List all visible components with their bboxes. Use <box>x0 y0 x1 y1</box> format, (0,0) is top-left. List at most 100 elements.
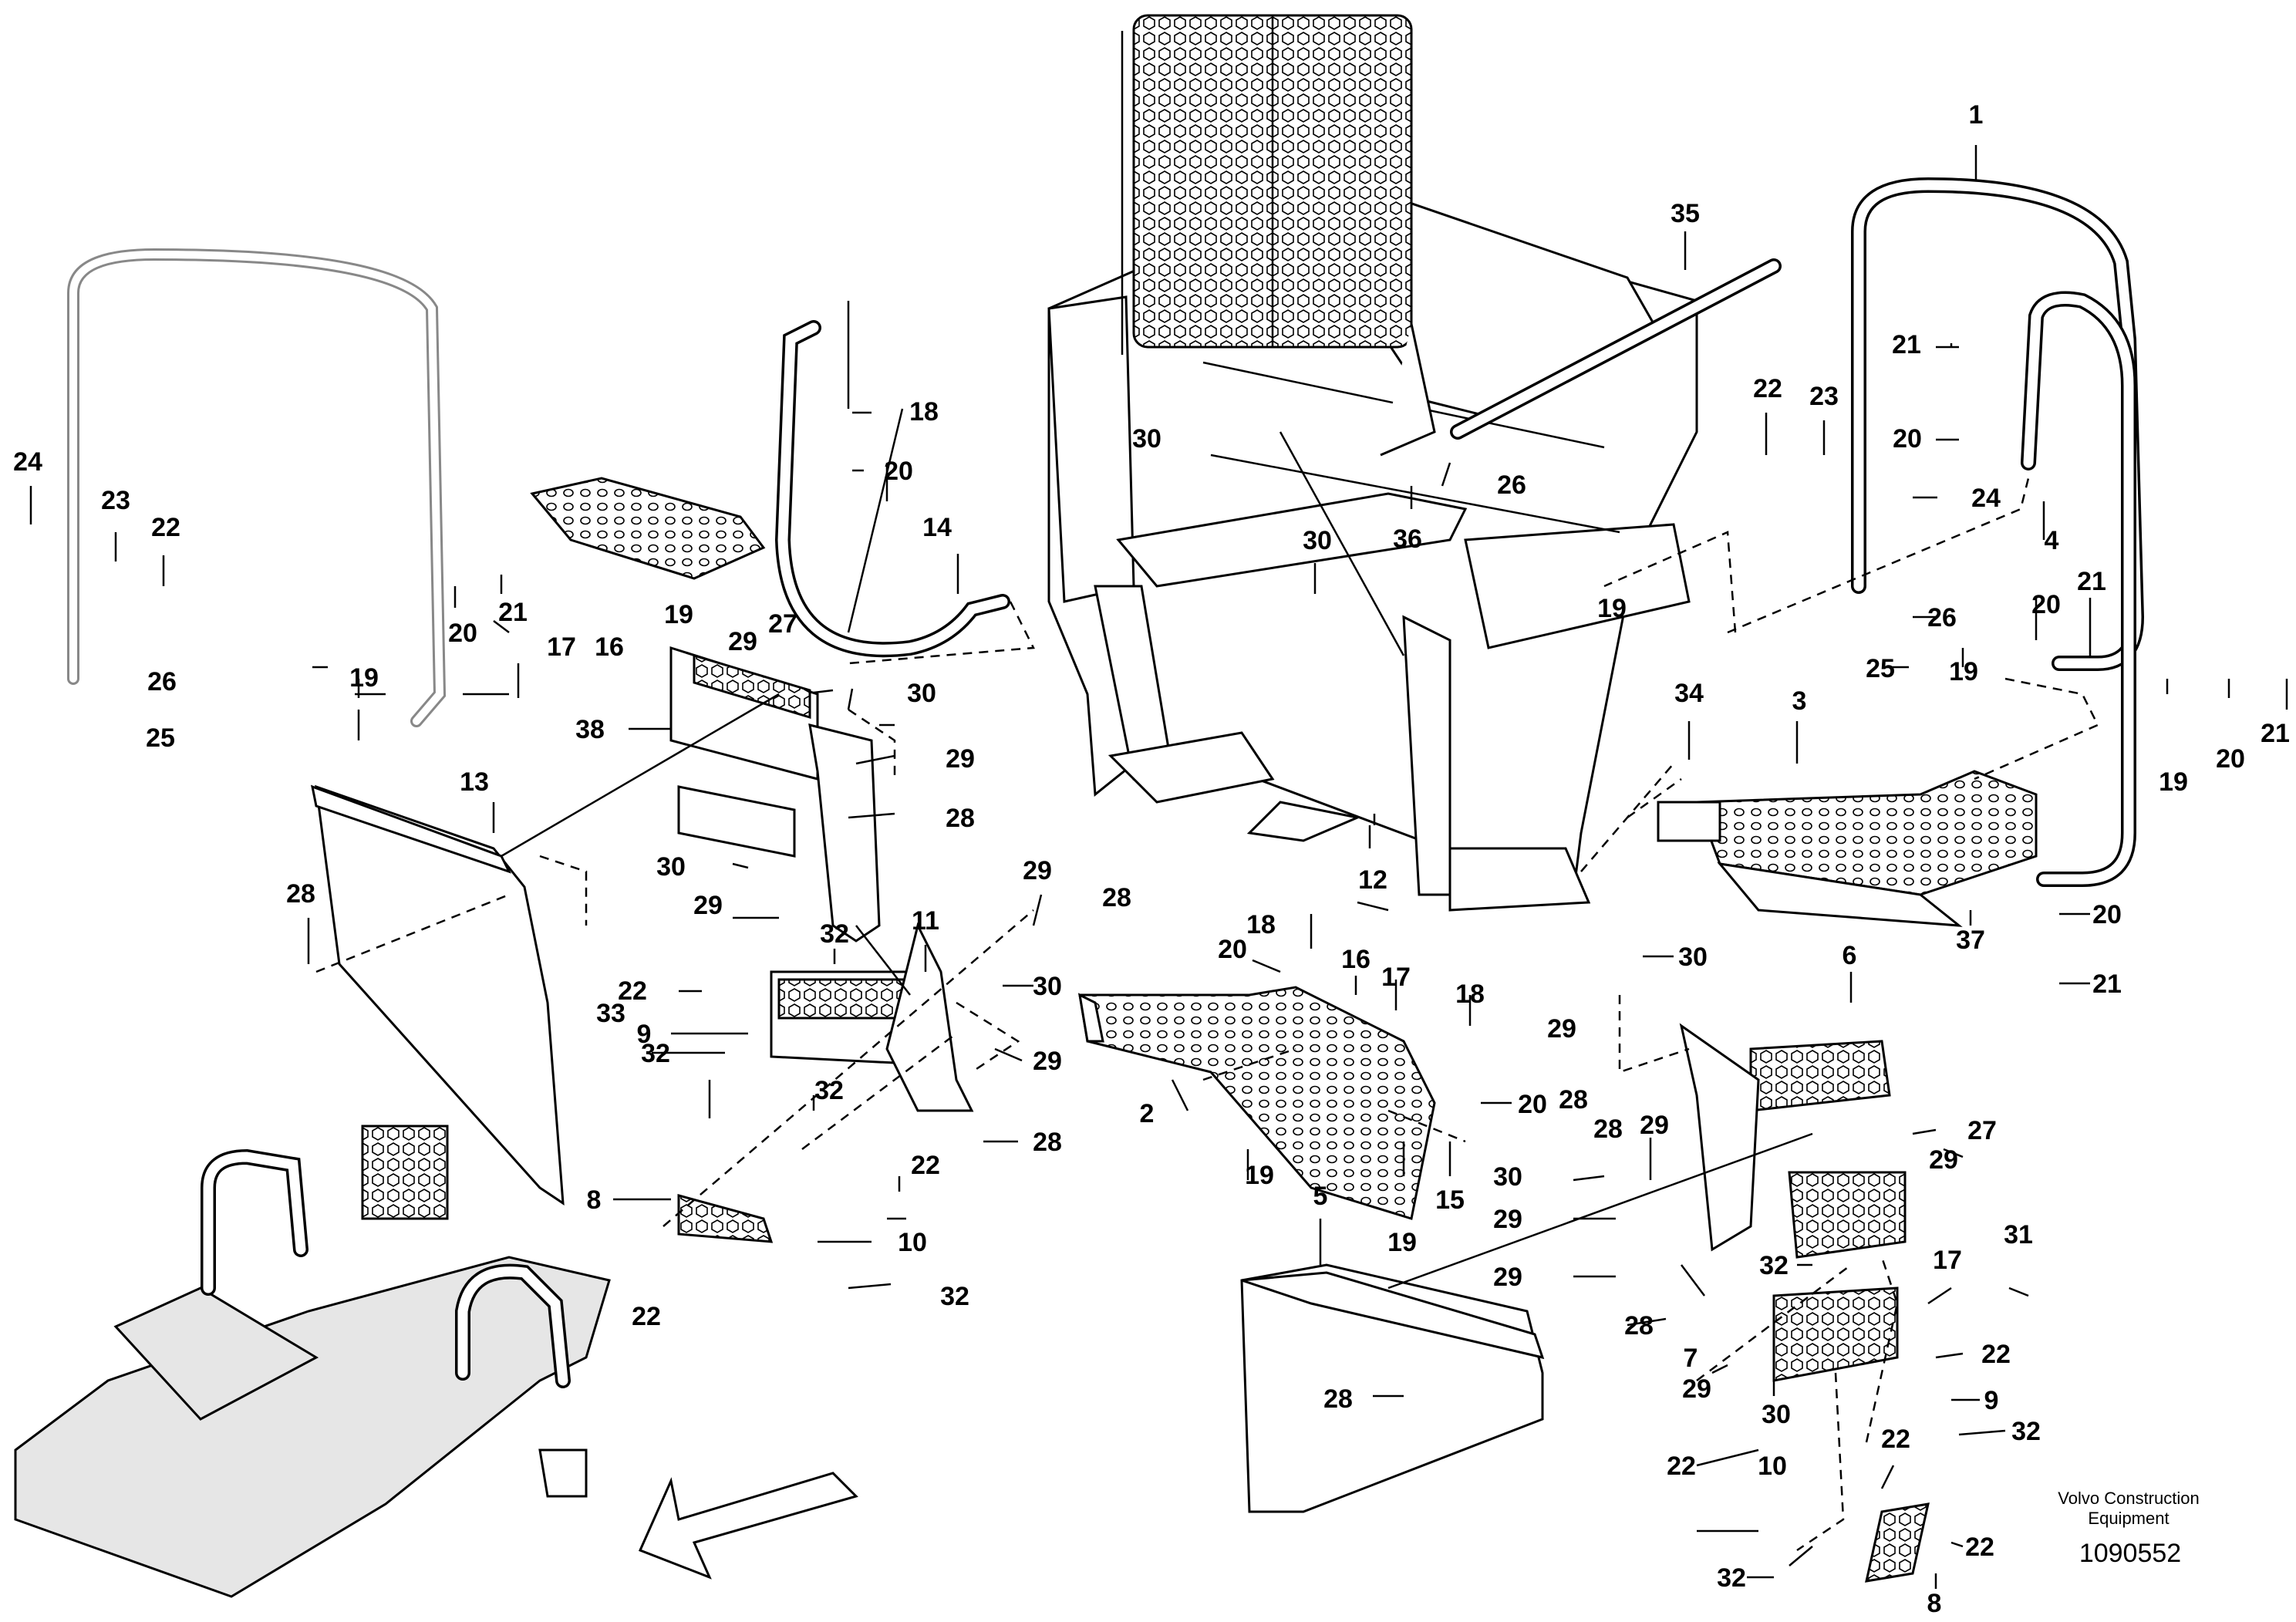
callout-31: 31 <box>2004 1220 2033 1249</box>
callout-29: 29 <box>1547 1014 1576 1044</box>
step-3 <box>1657 770 2038 927</box>
manufacturer-name-line2: Equipment <box>2088 1509 2169 1528</box>
rod-35 <box>1450 258 1782 440</box>
handrail-14 <box>774 320 1010 658</box>
fender-5 <box>1240 1263 1545 1513</box>
handrail-left <box>67 248 447 727</box>
callout-22: 22 <box>1981 1340 2011 1369</box>
callout-32: 32 <box>641 1039 670 1068</box>
callout-11: 11 <box>912 906 939 936</box>
callout-36: 36 <box>1393 524 1422 554</box>
document-number: 1090552 <box>2079 1539 2181 1568</box>
step-38 <box>669 646 819 858</box>
callout-17: 17 <box>1381 963 1411 992</box>
callout-24: 24 <box>13 447 42 477</box>
callout-30: 30 <box>1033 972 1062 1001</box>
callout-23: 23 <box>1809 382 1839 411</box>
overview-thumbnail <box>14 1125 611 1598</box>
direction-arrow <box>638 1472 858 1580</box>
callout-35: 35 <box>1671 199 1700 228</box>
callout-3: 3 <box>1792 686 1807 716</box>
callout-32: 32 <box>940 1282 969 1311</box>
callout-19: 19 <box>1387 1228 1417 1257</box>
callout-20: 20 <box>1518 1090 1547 1119</box>
callout-19: 19 <box>664 600 693 629</box>
callout-18: 18 <box>1455 980 1485 1009</box>
callout-17: 17 <box>547 632 576 662</box>
step-small-top <box>530 477 766 580</box>
callout-37: 37 <box>1956 926 1985 955</box>
callout-8: 8 <box>587 1185 602 1215</box>
steps-6 <box>1679 1023 1907 1382</box>
callout-22: 22 <box>632 1302 661 1331</box>
callout-22: 22 <box>1753 374 1782 403</box>
callout-16: 16 <box>595 632 624 662</box>
callout-22: 22 <box>1965 1533 1994 1562</box>
callout-19: 19 <box>2159 767 2188 797</box>
callout-29: 29 <box>1640 1111 1669 1140</box>
step-2 <box>1078 986 1436 1220</box>
callout-19: 19 <box>1597 594 1627 623</box>
callout-19: 19 <box>1245 1161 1274 1190</box>
callout-29: 29 <box>693 891 723 920</box>
callout-21: 21 <box>2261 719 2290 748</box>
callout-20: 20 <box>1218 935 1247 964</box>
callout-28: 28 <box>1624 1311 1654 1340</box>
callout-20: 20 <box>2031 590 2061 619</box>
callout-30: 30 <box>1493 1162 1522 1192</box>
callout-30: 30 <box>1762 1400 1791 1429</box>
callout-32: 32 <box>814 1076 844 1105</box>
callout-22: 22 <box>1667 1452 1696 1481</box>
callout-25: 25 <box>146 723 175 753</box>
callout-29: 29 <box>1033 1047 1062 1076</box>
assembly-dashed-lines <box>315 477 2099 1552</box>
callout-2: 2 <box>1140 1099 1155 1128</box>
callout-30: 30 <box>907 679 936 708</box>
callout-29: 29 <box>1023 856 1052 885</box>
callout-20: 20 <box>2092 900 2122 929</box>
manufacturer-footer: Volvo Construction Equipment 1090552 <box>2058 1489 2199 1568</box>
callout-16: 16 <box>1341 945 1371 974</box>
callout-22: 22 <box>1881 1425 1910 1454</box>
callout-29: 29 <box>946 744 975 774</box>
callout-28: 28 <box>946 804 975 833</box>
callout-28: 28 <box>1102 883 1131 912</box>
callout-1: 1 <box>1969 100 1984 130</box>
callout-21: 21 <box>1892 330 1921 359</box>
bracket-left <box>808 723 881 943</box>
callout-20: 20 <box>1893 424 1922 454</box>
step-8-left <box>677 1194 774 1243</box>
step-11 <box>770 922 974 1112</box>
callout-10: 10 <box>898 1228 927 1257</box>
callout-9: 9 <box>1984 1386 1999 1415</box>
callout-30: 30 <box>656 852 686 882</box>
callout-6: 6 <box>1843 941 1857 970</box>
callout-32: 32 <box>2011 1417 2041 1446</box>
callout-20: 20 <box>2216 744 2245 774</box>
callout-19: 19 <box>349 663 379 693</box>
callout-29: 29 <box>1493 1205 1522 1234</box>
callout-27: 27 <box>768 609 797 639</box>
callout-30: 30 <box>1678 943 1708 972</box>
callout-18: 18 <box>909 397 939 427</box>
callout-29: 29 <box>1929 1145 1958 1175</box>
callout-26: 26 <box>147 667 177 696</box>
callout-labels: 1 35 18 20 30 14 24 23 22 17 16 19 29 27… <box>13 100 2290 1618</box>
callout-28: 28 <box>1593 1114 1623 1144</box>
callout-26: 26 <box>1497 470 1526 500</box>
callout-4: 4 <box>2045 526 2059 555</box>
callout-8: 8 <box>1927 1589 1942 1618</box>
callout-19: 19 <box>1949 657 1978 686</box>
callout-10: 10 <box>1758 1452 1787 1481</box>
manufacturer-name-line1: Volvo Construction <box>2058 1489 2199 1508</box>
fender-13 <box>311 784 565 1206</box>
callout-26: 26 <box>1927 603 1957 632</box>
callout-21: 21 <box>2092 969 2122 999</box>
callout-23: 23 <box>101 486 130 515</box>
callout-20: 20 <box>448 619 477 648</box>
callout-33: 33 <box>596 999 625 1028</box>
callout-22: 22 <box>911 1151 940 1180</box>
cab-frame <box>1047 191 1698 912</box>
callout-22: 22 <box>151 513 180 542</box>
